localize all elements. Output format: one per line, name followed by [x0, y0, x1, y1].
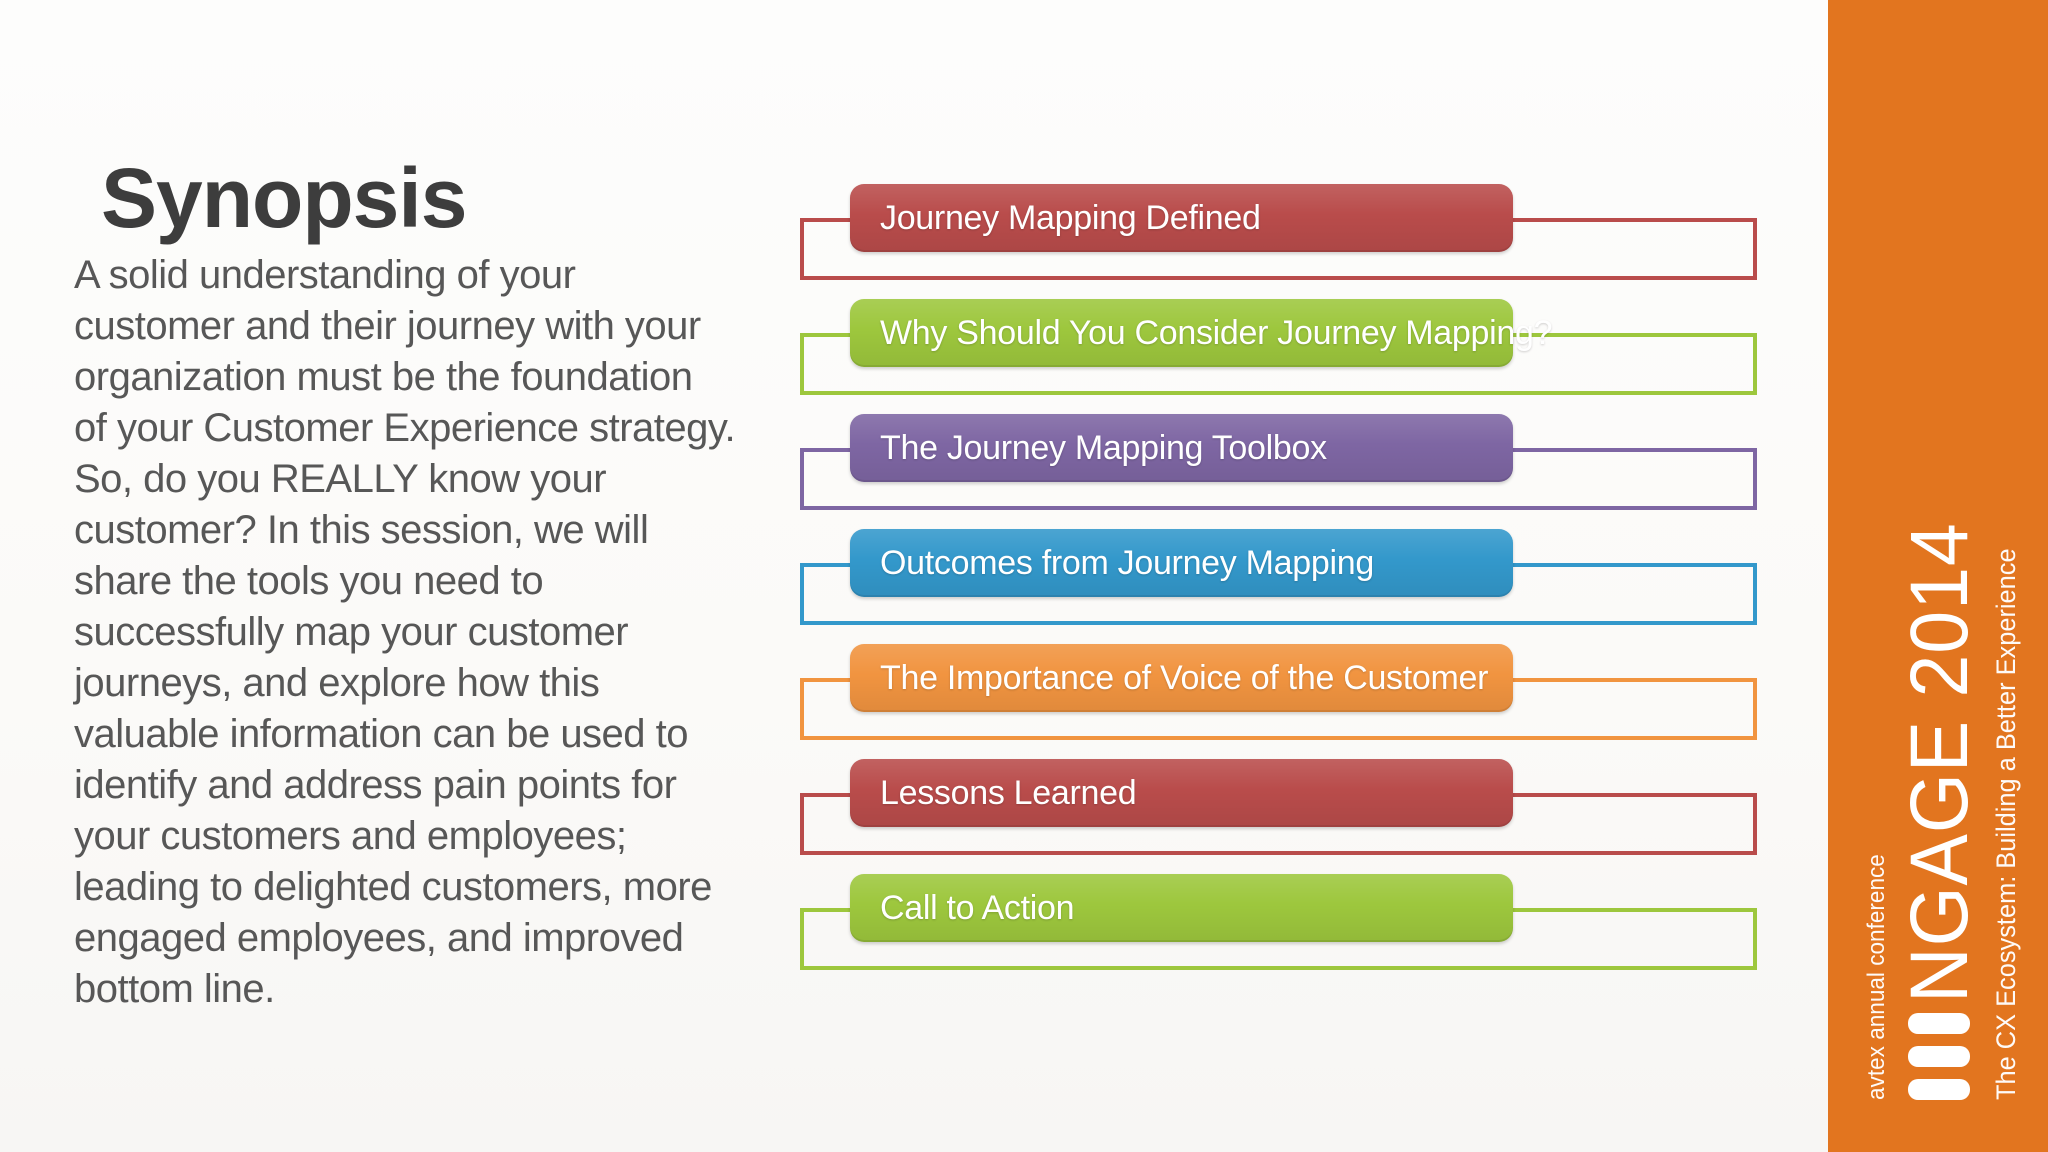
sidebar: avtex annual conference NGAGE 2014 The C… — [1828, 0, 2048, 1152]
conference-label: avtex annual conference — [1863, 854, 1890, 1100]
agenda-item-bar: Outcomes from Journey Mapping — [850, 529, 1513, 597]
agenda-item-bar: Call to Action — [850, 874, 1513, 942]
tagline-label: The CX Ecosystem: Building a Better Expe… — [1991, 548, 2021, 1100]
agenda-item-label: Outcomes from Journey Mapping — [880, 543, 1374, 582]
agenda-item-label: Why Should You Consider Journey Mapping? — [880, 313, 1553, 352]
page-title: Synopsis — [101, 151, 467, 245]
agenda-item-bar: The Importance of Voice of the Customer — [850, 644, 1513, 712]
agenda-item: Outcomes from Journey Mapping — [800, 529, 1757, 631]
agenda-item-label: The Importance of Voice of the Customer — [880, 658, 1489, 697]
agenda-item-bar: Journey Mapping Defined — [850, 184, 1513, 252]
agenda-item-bar: Why Should You Consider Journey Mapping? — [850, 299, 1553, 367]
agenda-item: Journey Mapping Defined — [800, 184, 1757, 286]
agenda-item: The Importance of Voice of the Customer — [800, 644, 1757, 746]
agenda-item-label: Lessons Learned — [880, 773, 1137, 812]
agenda-item: The Journey Mapping Toolbox — [800, 414, 1757, 516]
synopsis-paragraph: A solid understanding of your customer a… — [74, 253, 736, 1011]
brand-wordmark: NGAGE 2014 — [1894, 522, 1985, 1003]
agenda-item-bar: The Journey Mapping Toolbox — [850, 414, 1513, 482]
agenda-item-bar: Lessons Learned — [850, 759, 1513, 827]
agenda-item-label: Call to Action — [880, 888, 1075, 927]
agenda-item: Call to Action — [800, 874, 1757, 976]
agenda-item: Lessons Learned — [800, 759, 1757, 861]
agenda-item-label: Journey Mapping Defined — [880, 198, 1261, 237]
engage-logo-e-icon — [1908, 1013, 1970, 1100]
agenda-item-label: The Journey Mapping Toolbox — [880, 428, 1327, 467]
agenda-item: Why Should You Consider Journey Mapping? — [800, 299, 1757, 401]
